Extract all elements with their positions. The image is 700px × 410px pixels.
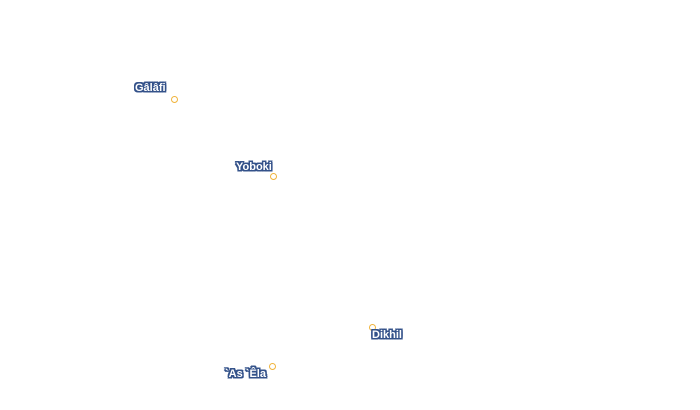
place-label-dikhil: Dikhil <box>372 329 402 341</box>
place-marker-as-ela[interactable] <box>269 363 276 370</box>
place-marker-yoboki[interactable] <box>270 173 277 180</box>
place-marker-galafi[interactable] <box>171 96 178 103</box>
place-label-as-ela: `As `Êla <box>225 368 266 380</box>
place-marker-dikhil[interactable] <box>369 324 376 331</box>
place-label-galafi: Gâlâfi <box>135 82 166 94</box>
place-label-yoboki: Yoboki <box>236 161 272 173</box>
